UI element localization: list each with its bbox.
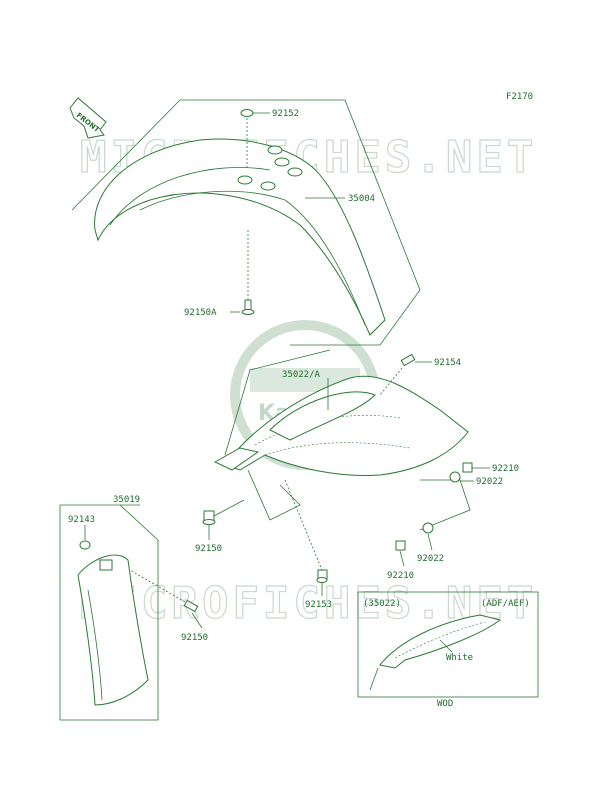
collar-92143 <box>79 540 91 550</box>
washer-92022-upper <box>449 471 461 483</box>
label-92150-mid: 92150 <box>195 544 222 554</box>
bolt-92150a <box>241 299 255 315</box>
figure-code: F2170 <box>506 92 533 102</box>
nut-92210-lower <box>395 540 406 551</box>
front-fender <box>94 138 386 336</box>
label-92022-upper: 92022 <box>476 477 503 487</box>
bolt-92154 <box>400 353 416 367</box>
label-92153: 92153 <box>305 600 332 610</box>
label-92210-upper: 92210 <box>492 464 519 474</box>
grommet-92152 <box>240 109 254 117</box>
bolt-92153 <box>316 569 328 583</box>
bolt-92150-mid <box>202 510 216 525</box>
bolt-92150-side <box>183 599 199 613</box>
label-92022-lower: 92022 <box>417 554 444 564</box>
label-92143: 92143 <box>68 515 95 525</box>
fender-frame <box>180 99 421 346</box>
label-92154: 92154 <box>434 358 461 368</box>
label-35019: 35019 <box>113 495 140 505</box>
label-35004: 35004 <box>348 194 375 204</box>
inset-color-note: White <box>446 653 473 663</box>
side-cover-frame <box>59 504 159 721</box>
label-92150a: 92150A <box>184 308 217 318</box>
label-35022a: 35022/A <box>282 370 321 380</box>
nut-92210-upper <box>462 462 473 473</box>
front-arrow-icon: FRONT <box>69 97 107 139</box>
inset-caption: WOD <box>437 699 453 709</box>
variant-inset: (35022) (ADF/AEF) White <box>357 591 539 698</box>
label-92152: 92152 <box>272 109 299 119</box>
washer-92022-lower <box>422 522 434 534</box>
label-92210-lower: 92210 <box>387 571 414 581</box>
number-plate <box>213 375 469 477</box>
inset-variant: (ADF/AEF) <box>481 599 530 609</box>
inset-ref: (35022) <box>363 599 401 609</box>
label-92150-side: 92150 <box>181 633 208 643</box>
side-cover <box>77 554 149 706</box>
